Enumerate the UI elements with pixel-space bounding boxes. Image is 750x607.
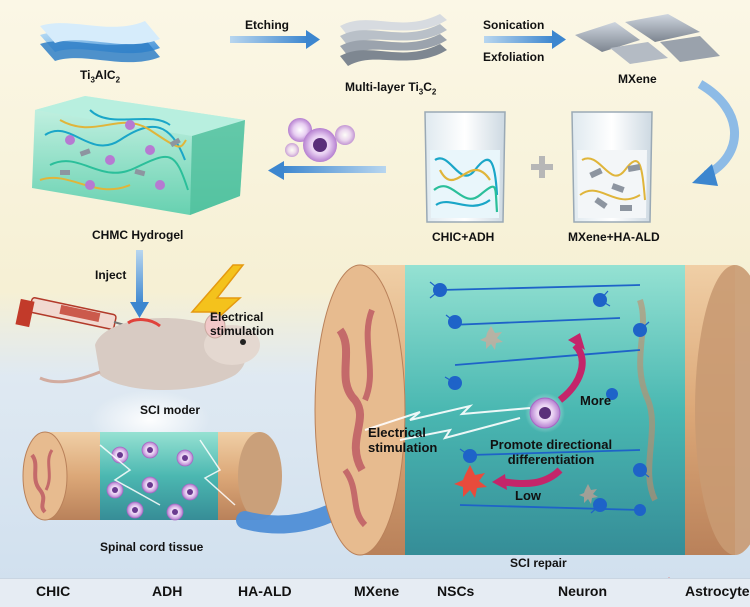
chmc-hydrogel-block xyxy=(32,96,245,215)
chmc-hydrogel-label: CHMC Hydrogel xyxy=(92,228,184,242)
inject-arrow xyxy=(130,250,149,318)
mxene-ha-ald-label: MXene+HA-ALD xyxy=(568,230,660,244)
sci-moder-label: SCI moder xyxy=(140,403,201,417)
beaker-mxene-ha-ald xyxy=(571,111,653,223)
legend-label-neuron: Neuron xyxy=(558,583,607,599)
etching-arrow xyxy=(230,30,320,49)
mxene-flakes-illustration xyxy=(575,14,720,64)
beaker-chic-adh xyxy=(424,111,506,223)
more-label: More xyxy=(580,393,612,408)
legend-label-astrocyte: Astrocyte xyxy=(685,583,750,599)
legend-label-adh: ADH xyxy=(152,583,183,599)
spinal-cord-tissue-illustration xyxy=(22,431,282,521)
mouse-illustration xyxy=(39,313,260,390)
exfoliation-label: Exfoliation xyxy=(483,50,545,64)
legend-label-mxene: MXene xyxy=(354,583,400,599)
low-label: Low xyxy=(515,488,541,503)
legend-bar xyxy=(0,578,750,607)
etching-label: Etching xyxy=(245,18,289,32)
chic-adh-label: CHIC+ADH xyxy=(432,230,495,244)
mxene-to-beaker-arrow xyxy=(692,80,739,186)
multilayer-ti3c2-illustration xyxy=(340,14,447,66)
sci-repair-label: SCI repair xyxy=(510,556,567,570)
ti3alc2-stack-illustration xyxy=(40,21,160,63)
nsc-cluster-illustration xyxy=(285,118,355,162)
spinal-cord-tissue-label: Spinal cord tissue xyxy=(100,540,204,554)
syringe-illustration xyxy=(15,297,136,330)
promote-differentiation-label: Promote directional differentiation xyxy=(490,437,613,467)
plus-sign xyxy=(531,156,553,178)
inject-label: Inject xyxy=(95,268,127,282)
legend-label-ha-ald: HA-ALD xyxy=(238,583,292,599)
electrical-stimulation-top-label: Electrical stimulation xyxy=(210,310,275,338)
ti3alc2-label: Ti3AlC2 xyxy=(80,68,121,85)
legend-label-nscs: NSCs xyxy=(437,583,475,599)
multilayer-ti3c2-label: Multi-layer Ti3C2 xyxy=(345,80,437,97)
legend-label-chic: CHIC xyxy=(36,583,71,599)
electrical-stimulation-mid-label: Electrical stimulation xyxy=(368,425,438,455)
sci-repair-illustration xyxy=(314,264,750,556)
mxene-label: MXene xyxy=(618,72,657,86)
beakers-to-hydrogel-arrow xyxy=(268,161,386,180)
sonication-label: Sonication xyxy=(483,18,545,32)
sonication-arrow xyxy=(484,30,566,49)
